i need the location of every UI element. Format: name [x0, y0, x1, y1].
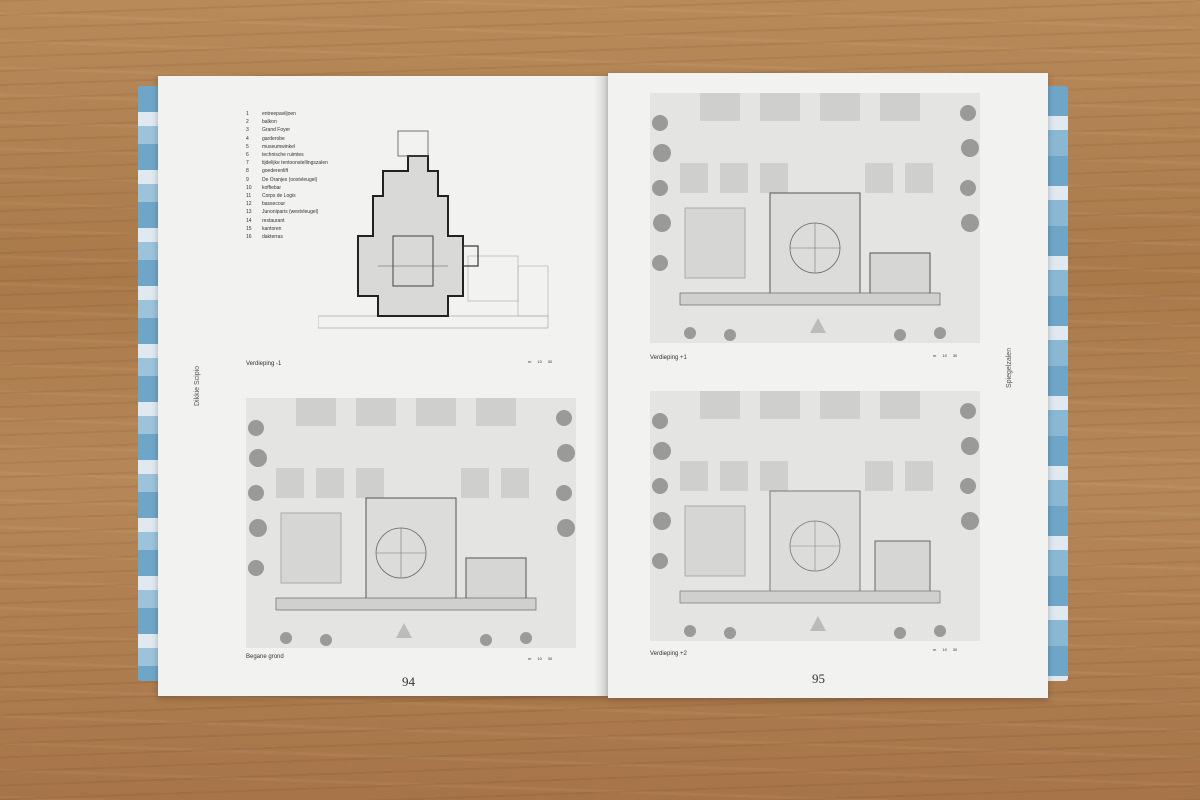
- page-number: 94: [402, 674, 415, 689]
- first-floor-plan: [650, 93, 980, 343]
- top-plan-caption: Verdieping -1: [246, 361, 282, 367]
- ground-floor-plan: [246, 398, 576, 648]
- right-page: Spiegelzalen: [608, 73, 1048, 698]
- top-plan-caption: Verdieping +1: [650, 355, 687, 361]
- bottom-plan-caption: Begane grond: [246, 654, 284, 660]
- left-vertical-label: Dikkie Scipio: [194, 365, 201, 406]
- page-number: 95: [812, 671, 825, 686]
- right-vertical-label: Spiegelzalen: [1006, 347, 1013, 388]
- basement-floor-plan: [318, 130, 549, 329]
- bottom-plan-caption: Verdieping +2: [650, 651, 687, 657]
- second-floor-plan: [650, 391, 980, 641]
